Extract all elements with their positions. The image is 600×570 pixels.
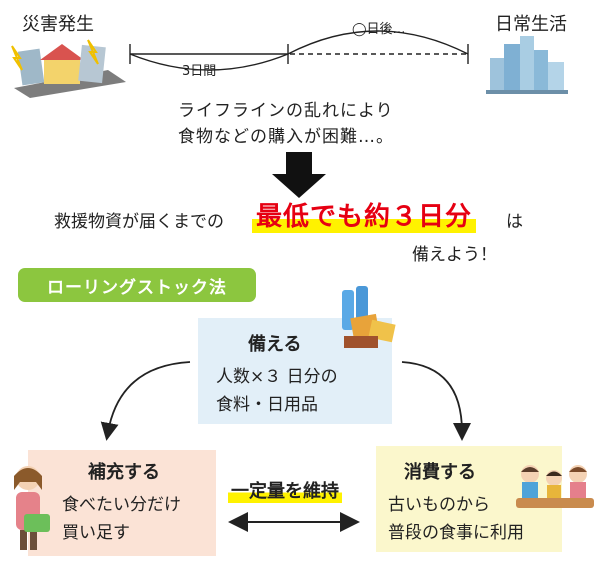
- replenish-title: 補充する: [88, 462, 160, 483]
- three-days-label: 3日間: [182, 64, 217, 79]
- maintain-label: 一定量を維持: [228, 477, 342, 503]
- family-eating-illustration: [516, 465, 594, 508]
- stock-text-pre: 救援物資が届くまでの: [54, 212, 224, 232]
- stock-text-post: は: [506, 212, 523, 232]
- method-tag: ローリングストック法: [18, 268, 256, 302]
- lifeline-text-line1: ライフラインの乱れにより: [178, 101, 394, 121]
- prepare-line1: 人数×３ 日分の: [216, 367, 338, 387]
- daily-life-label: 日常生活: [495, 14, 567, 35]
- consume-box: 消費する 古いものから 普段の食事に利用: [376, 446, 562, 552]
- lifeline-text-line2: 食物などの購入が困難…。: [178, 127, 394, 147]
- disaster-label: 災害発生: [22, 14, 94, 35]
- prepare-line2: 食料・日用品: [216, 395, 318, 415]
- consume-line2: 普段の食事に利用: [388, 523, 524, 543]
- replenish-line1: 食べたい分だけ: [62, 495, 181, 515]
- timeline-graphic: [11, 30, 568, 198]
- stock-text-line2: 備えよう！: [412, 245, 497, 265]
- after-days-label: ◯日後…: [352, 22, 406, 37]
- arrow-prepare-to-consume: [401, 361, 471, 441]
- prepare-title: 備える: [248, 334, 302, 355]
- consume-line1: 古いものから: [388, 495, 490, 515]
- food-supplies-illustration: [342, 286, 396, 348]
- consume-title: 消費する: [404, 462, 476, 483]
- stock-emphasis: 最低でも約３日分: [252, 196, 477, 233]
- arrow-prepare-to-replenish: [100, 361, 191, 441]
- down-arrow-icon: [272, 152, 326, 198]
- shopper-illustration: [14, 466, 50, 550]
- replenish-line2: 買い足す: [62, 523, 130, 543]
- city-illustration: [486, 36, 568, 94]
- disaster-town-illustration: [11, 39, 126, 98]
- replenish-box: 補充する 食べたい分だけ 買い足す: [28, 450, 216, 556]
